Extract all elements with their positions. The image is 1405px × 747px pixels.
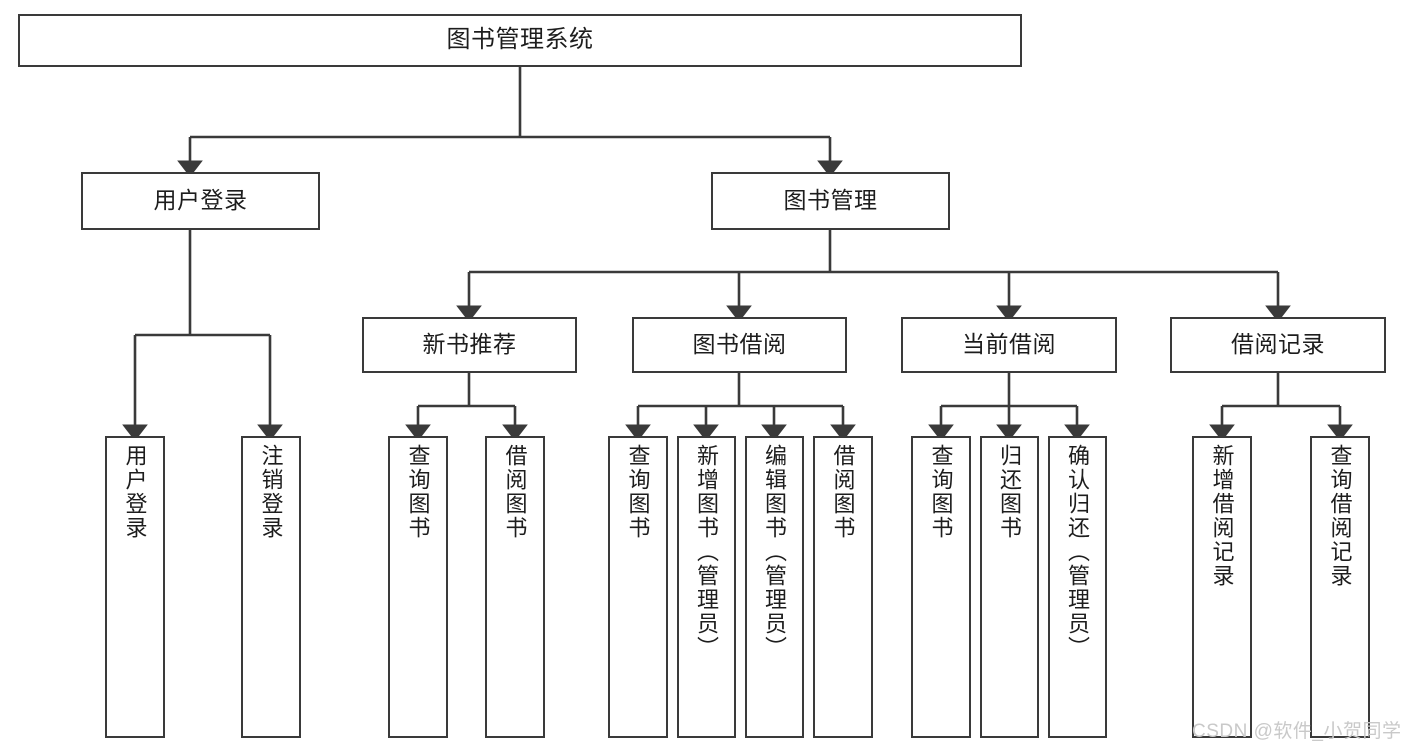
node-label: 注销登录 — [258, 444, 284, 540]
leaf-borrow-book[interactable]: 借阅图书 — [813, 436, 873, 738]
node-label: 图书借阅 — [692, 331, 787, 358]
node-label: 查询图书 — [405, 444, 431, 540]
leaf-add-book-admin[interactable]: 新增图书（管理员） — [677, 436, 736, 738]
node-label: 归还图书 — [997, 444, 1023, 540]
node-label: 图书管理系统 — [446, 26, 594, 54]
leaf-query-book-recommend[interactable]: 查询图书 — [388, 436, 448, 738]
leaf-borrow-book-recommend[interactable]: 借阅图书 — [485, 436, 545, 738]
node-user-login[interactable]: 用户登录 — [81, 172, 320, 230]
node-borrow-records[interactable]: 借阅记录 — [1170, 317, 1386, 373]
node-book-management[interactable]: 图书管理 — [711, 172, 950, 230]
leaf-user-login[interactable]: 用户登录 — [105, 436, 165, 738]
node-label: 借阅记录 — [1231, 331, 1325, 358]
node-label: 当前借阅 — [962, 331, 1056, 358]
leaf-add-borrow-record[interactable]: 新增借阅记录 — [1192, 436, 1252, 738]
leaf-logout[interactable]: 注销登录 — [241, 436, 301, 738]
node-root-system[interactable]: 图书管理系统 — [18, 14, 1022, 67]
node-new-book-recommendation[interactable]: 新书推荐 — [362, 317, 577, 373]
leaf-return-book[interactable]: 归还图书 — [980, 436, 1039, 738]
leaf-edit-book-admin[interactable]: 编辑图书（管理员） — [745, 436, 804, 738]
node-label: 图书管理 — [783, 187, 878, 214]
node-label: 借阅图书 — [830, 444, 856, 540]
node-label: 新书推荐 — [422, 331, 517, 358]
node-label: 确认归还（管理员） — [1065, 444, 1091, 660]
node-label: 新增借阅记录 — [1209, 444, 1235, 588]
node-label: 借阅图书 — [502, 444, 528, 540]
csdn-watermark: CSDN @软件_小贺同学 — [1192, 721, 1402, 742]
node-book-borrow[interactable]: 图书借阅 — [632, 317, 847, 373]
node-label: 用户登录 — [153, 187, 248, 214]
leaf-query-book-current[interactable]: 查询图书 — [911, 436, 971, 738]
node-label: 用户登录 — [122, 444, 148, 540]
leaf-query-book-borrow[interactable]: 查询图书 — [608, 436, 668, 738]
node-label: 编辑图书（管理员） — [762, 444, 788, 660]
leaf-query-borrow-record[interactable]: 查询借阅记录 — [1310, 436, 1370, 738]
node-label: 查询图书 — [625, 444, 651, 540]
node-current-borrow[interactable]: 当前借阅 — [901, 317, 1117, 373]
node-label: 新增图书（管理员） — [694, 444, 720, 660]
node-label: 查询借阅记录 — [1327, 444, 1353, 588]
leaf-confirm-return-admin[interactable]: 确认归还（管理员） — [1048, 436, 1107, 738]
node-label: 查询图书 — [928, 444, 954, 540]
